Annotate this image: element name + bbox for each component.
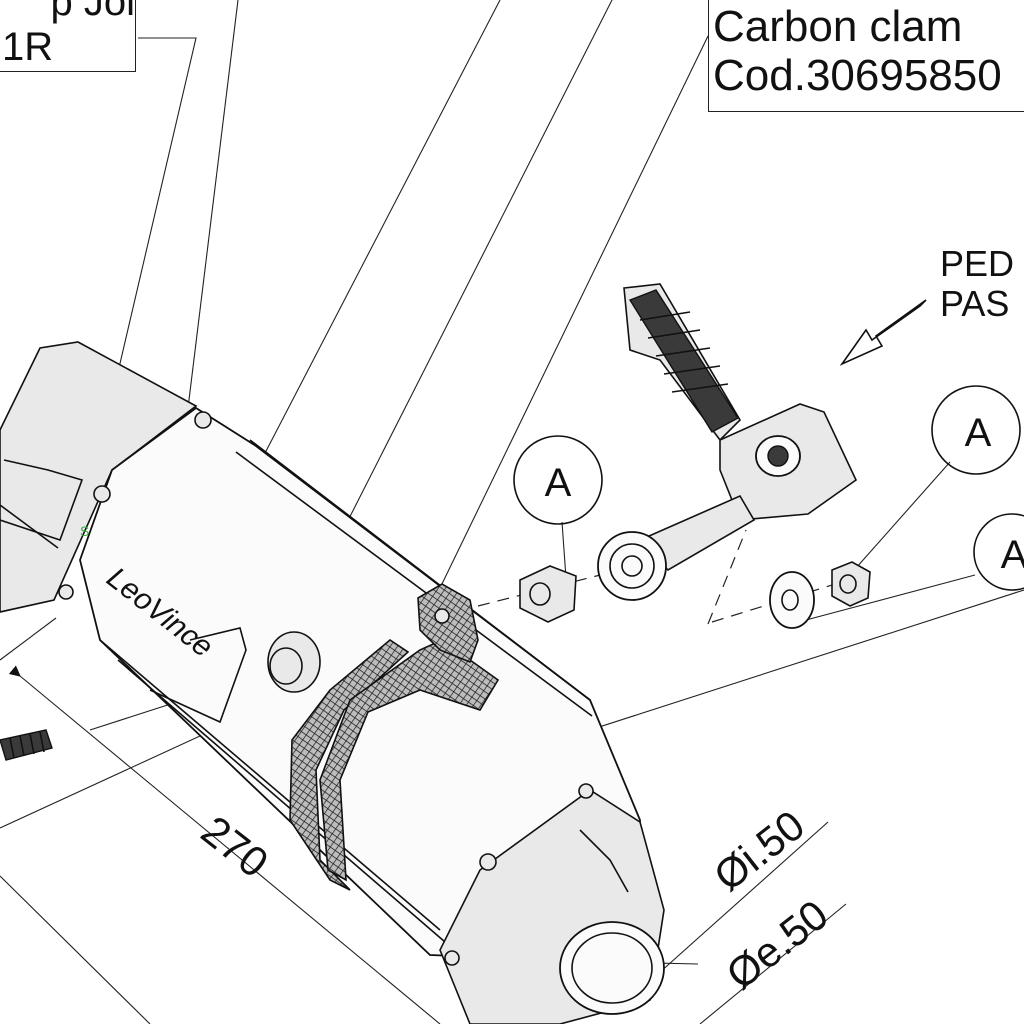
dimension-length-270 (0, 617, 441, 1024)
marker-a-center-circle (513, 435, 603, 525)
dimension-length-label: 270 (193, 806, 277, 886)
callout-footpeg: PED PAS (940, 244, 1024, 323)
footpeg-fasteners (769, 561, 871, 629)
carbon-clamp (289, 583, 500, 891)
callout-carbon-clamp: Carbon clam Cod.30695850 (708, 0, 1024, 112)
marker-a-center-label: A (545, 461, 572, 505)
footpeg-line2: PAS (940, 282, 1010, 324)
marker-a-right-top-label: A (965, 411, 992, 455)
callout-top-left: p Jol 1R (0, 0, 136, 72)
marker-a-right-bottom-circle (973, 513, 1024, 591)
dimension-inner-diameter-label: Øi.50 (705, 801, 813, 900)
small-mark: S (80, 523, 89, 539)
mounting-bolt (0, 729, 53, 761)
dimension-outer-diameter-label: Øe.50 (718, 891, 837, 998)
marker-a-right-top-circle (931, 385, 1021, 475)
muffler-body (0, 341, 665, 1024)
carbon-clamp-code: Cod.30695850 (713, 51, 1002, 101)
footpeg-arrow (839, 299, 927, 366)
marker-a-right-bottom-label: A (1001, 533, 1024, 577)
footpeg-bracket (597, 283, 858, 601)
callout-top-left-line2: 1R (2, 24, 54, 69)
clamp-fasteners (267, 565, 577, 693)
footpeg-line1: PED (940, 244, 1015, 284)
carbon-clamp-name: Carbon clam (713, 2, 963, 51)
callout-top-left-line1: p Jol (50, 0, 136, 24)
leader-lines (0, 0, 1024, 829)
